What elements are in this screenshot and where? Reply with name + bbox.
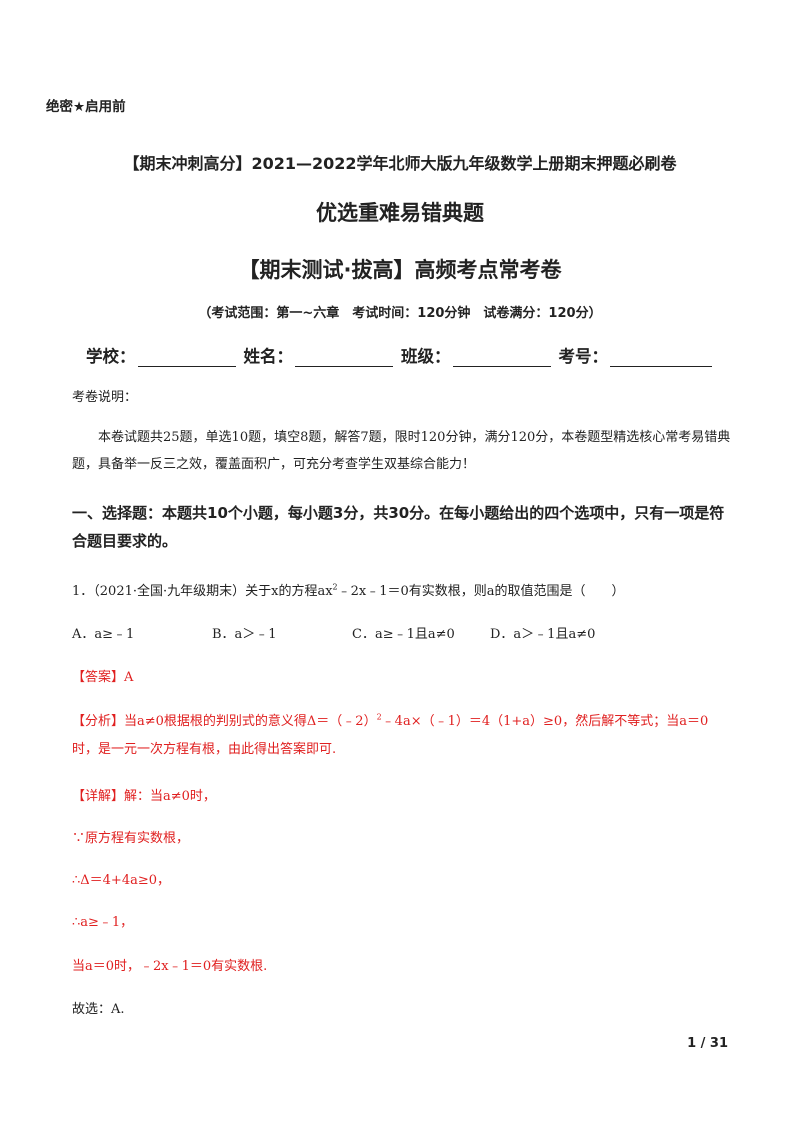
analysis-paragraph: 【分析】当a≠0根据根的判别式的意义得Δ＝（﹣2）2﹣4a×（﹣1）＝4（1+a… — [72, 708, 730, 764]
secret-label: 绝密★启用前 — [46, 99, 126, 115]
question-stem-exponent: 2 — [332, 582, 338, 592]
choice-conclusion: 故选：A. — [72, 1002, 125, 1017]
exam-subtitle: 【期末冲刺高分】2021—2022学年北师大版九年级数学上册期末押题必刷卷 — [123, 154, 677, 173]
name-blank[interactable] — [295, 348, 393, 367]
page-title: 优选重难易错典题 — [316, 201, 484, 225]
page-number: 1 / 31 — [687, 1036, 728, 1051]
school-label: 学校： — [86, 347, 136, 366]
analysis-part1: 【分析】当a≠0根据根的判别式的意义得Δ＝（﹣2） — [72, 714, 377, 729]
name-label: 姓名： — [243, 347, 294, 366]
exam-title: 【期末测试·拔高】高频考点常考卷 — [238, 258, 562, 282]
analysis-exponent: 2 — [376, 712, 382, 722]
exam-number-blank[interactable] — [610, 348, 712, 367]
question-stem-part1: 1．（2021·全国·九年级期末）关于x的方程ax — [72, 584, 333, 599]
class-label: 班级： — [401, 347, 451, 366]
option-a: A．a≥﹣1 — [72, 627, 135, 642]
solution-line: 【详解】解：当a≠0时， — [72, 789, 216, 804]
section-heading: 一、选择题：本题共10个小题，每小题3分，共30分。在每小题给出的四个选项中，只… — [72, 504, 725, 550]
answer-line: 【答案】A — [72, 670, 134, 685]
option-b: B．a＞﹣1 — [212, 627, 277, 642]
solution-line: ∴Δ＝4+4a≥0， — [72, 873, 171, 888]
analysis-part2: ﹣4a×（﹣1）＝4（1+a）≥0，然后解不等式；当a＝0时，是一元一次方程有根… — [72, 714, 709, 757]
question-stem: 1．（2021·全国·九年级期末）关于x的方程ax2﹣2x﹣1＝0有实数根，则a… — [72, 580, 625, 599]
option-d: D．a＞﹣1且a≠0 — [490, 627, 596, 642]
school-blank[interactable] — [137, 348, 236, 367]
exam-number-label: 考号： — [558, 347, 609, 366]
intro-paragraph: 本卷试题共25题，单选10题，填空8题，解答7题，限时120分钟，满分120分，… — [72, 430, 731, 472]
options-row: A．a≥﹣1 B．a＞﹣1 C．a≥﹣1且a≠0 D．a＞﹣1且a≠0 — [72, 623, 672, 642]
solution-line: ∵原方程有实数根， — [72, 831, 190, 846]
question-stem-part2: ﹣2x﹣1＝0有实数根，则a的取值范围是（ ） — [337, 584, 625, 599]
solution-line: ∴a≥﹣1， — [72, 915, 134, 930]
student-info-fields: 学校： 姓名： 班级： 考号： — [86, 343, 720, 367]
notes-label: 考卷说明： — [72, 390, 138, 405]
solution-line: 当a＝0时，﹣2x﹣1＝0有实数根. — [72, 959, 268, 974]
exam-info: （考试范围：第一~六章 考试时间：120分钟 试卷满分：120分） — [198, 306, 602, 321]
class-blank[interactable] — [452, 348, 551, 367]
option-c: C．a≥﹣1且a≠0 — [352, 627, 455, 642]
